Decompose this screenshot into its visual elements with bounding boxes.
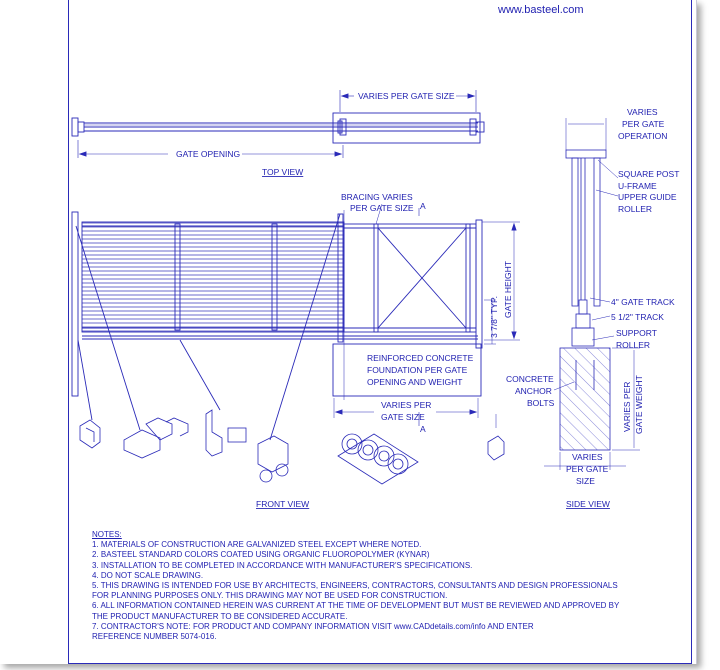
side-view <box>544 118 640 470</box>
varies-op-line3: OPERATION <box>618 131 667 141</box>
gate-track-4-label: 4" GATE TRACK <box>611 297 675 307</box>
square-post-label: SQUARE POST <box>618 169 679 179</box>
note-line: REFERENCE NUMBER 5074-016. <box>92 632 217 642</box>
top-view-title: TOP VIEW <box>262 167 303 177</box>
notes-block: NOTES: 1. MATERIALS OF CONSTRUCTION ARE … <box>92 530 672 642</box>
section-a-bottom: A <box>420 424 426 434</box>
roller-upper-label: ROLLER <box>618 204 652 214</box>
u-frame-label: U-FRAME <box>618 181 657 191</box>
note-line: THE PRODUCT MANUFACTURER TO BE CONSIDERE… <box>92 611 348 621</box>
varies-weight-line2: GATE WEIGHT <box>634 375 644 434</box>
roller-support-label: ROLLER <box>616 340 650 350</box>
notes-heading: NOTES: <box>92 530 122 539</box>
varies-per-gate-size-top-label: VARIES PER GATE SIZE <box>358 91 455 101</box>
gate-opening-label: GATE OPENING <box>176 149 240 159</box>
varies-op-line2: PER GATE <box>622 119 665 129</box>
title-frame <box>68 0 692 664</box>
note-line: 3. INSTALLATION TO BE COMPLETED IN ACCOR… <box>92 560 473 570</box>
varies-side-line3: SIZE <box>576 476 595 486</box>
section-a-top: A <box>420 201 426 211</box>
track-5-label: 5 1/2" TRACK <box>611 312 664 322</box>
anchor-label-line2: ANCHOR <box>515 386 552 396</box>
note-line: 7. CONTRACTOR'S NOTE: FOR PRODUCT AND CO… <box>92 621 534 631</box>
note-line: 4. DO NOT SCALE DRAWING. <box>92 570 204 580</box>
varies-bottom-line2: GATE SIZE <box>381 412 425 422</box>
bracing-label-line1: BRACING VARIES <box>341 192 413 202</box>
upper-guide-label: UPPER GUIDE <box>618 192 677 202</box>
gate-height-label: GATE HEIGHT <box>503 261 513 318</box>
foundation-label-line1: REINFORCED CONCRETE <box>367 353 474 363</box>
side-view-title: SIDE VIEW <box>566 499 610 509</box>
foundation-label-line3: OPENING AND WEIGHT <box>367 377 462 387</box>
note-line: 6. ALL INFORMATION CONTAINED HEREIN WAS … <box>92 601 620 611</box>
varies-op-line1: VARIES <box>627 107 658 117</box>
varies-bottom-line1: VARIES PER <box>381 400 431 410</box>
drawing-sheet: www.basteel.com GATE OPENING VARIES PER … <box>68 0 697 664</box>
front-view-gate <box>71 203 520 441</box>
varies-side-line1: VARIES <box>572 452 603 462</box>
foundation-label-line2: FOUNDATION PER GATE <box>367 365 468 375</box>
note-line: FOR PLANNING PURPOSES ONLY. THIS DRAWING… <box>92 591 448 601</box>
anchor-label-line1: CONCRETE <box>506 374 554 384</box>
typ-dimension-label: 3 7/8" TYP. <box>489 296 499 338</box>
varies-weight-line1: VARIES PER <box>622 382 632 432</box>
front-view-title: FRONT VIEW <box>256 499 309 509</box>
hardware-details <box>79 409 505 485</box>
bracing-label-line2: PER GATE SIZE <box>350 203 414 213</box>
note-line: 1. MATERIALS OF CONSTRUCTION ARE GALVANI… <box>92 540 422 550</box>
note-line: 2. BASTEEL STANDARD COLORS COATED USING … <box>92 550 430 560</box>
varies-side-line2: PER GATE <box>566 464 609 474</box>
note-line: 5. THIS DRAWING IS INTENDED FOR USE BY A… <box>92 581 618 591</box>
support-label: SUPPORT <box>616 328 657 338</box>
top-view <box>71 90 485 158</box>
anchor-label-line3: BOLTS <box>527 398 555 408</box>
website-url: www.basteel.com <box>497 4 584 16</box>
